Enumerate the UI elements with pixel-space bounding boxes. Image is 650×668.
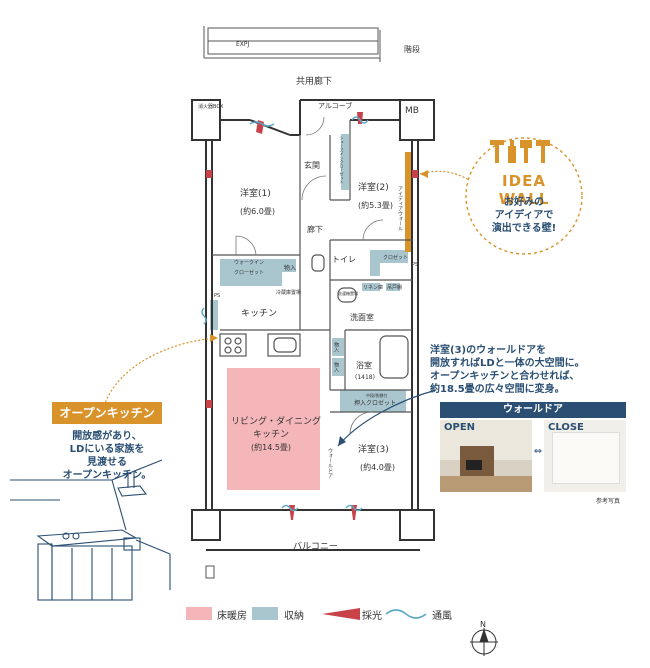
closet-big-note: 中段/枕棚付	[366, 392, 387, 398]
close-photo-wall	[552, 432, 620, 484]
room1-size: (約6.0畳)	[240, 206, 275, 216]
expj-label: EXPJ	[236, 41, 250, 48]
room2-label: 洋室(2)	[358, 181, 389, 193]
walldoor-line2: 開放すればLDと一体の大空間に。	[430, 358, 585, 369]
balcony-label: バルコニー	[293, 541, 338, 552]
mb-label: MB	[405, 106, 419, 116]
corridor-label: 共用廊下	[296, 75, 332, 87]
bath-size: (1418)	[355, 374, 375, 381]
room3-size: (約4.0畳)	[360, 462, 395, 472]
stairs-label: 階段	[404, 44, 420, 54]
floor-heating-area	[227, 368, 320, 490]
walkin-label-2: クローゼット	[234, 269, 264, 276]
storage2-label: 物入	[333, 341, 339, 352]
photo-note: 参考写真	[596, 498, 621, 505]
ps-label-2: PS	[412, 262, 418, 268]
walldoor-line3: オープンキッチンと合わせれば、	[430, 371, 580, 382]
door-swings	[235, 116, 384, 435]
idea-wall-strip	[405, 152, 412, 252]
storage-areas	[210, 134, 408, 412]
legend-ventilation-mark	[385, 609, 427, 619]
ideawall-title: IDEA WALL	[498, 172, 550, 208]
ps-label-1: PS	[214, 293, 220, 299]
washer-label: 洗濯機置場	[338, 290, 358, 296]
open-photo-floor	[440, 476, 532, 492]
ideawall-arrowhead	[420, 170, 428, 178]
open-photo: OPEN	[440, 420, 532, 492]
kitchen-illustration	[10, 459, 171, 601]
legend-daylight-mark	[322, 608, 360, 620]
balcony-drain	[205, 565, 215, 579]
open-kitchen-line3: 見渡せる	[87, 457, 127, 468]
ventilation-waves	[201, 116, 369, 512]
open-kitchen-badge: オープンキッチン	[52, 402, 162, 424]
living-label-2: キッチン	[253, 429, 289, 440]
openkitchen-arrowhead	[210, 334, 218, 342]
hall-label: 廊下	[307, 224, 323, 234]
walkin-label-1: ウォークイン	[234, 259, 264, 266]
walldoor-line4: 約18.5畳の広々空間に変身。	[430, 384, 565, 395]
ideawall-desc-line3: 演出できる壁!	[491, 223, 557, 234]
room3-label: 洋室(3)	[358, 443, 389, 455]
legend-ventilation: 通風	[432, 611, 452, 622]
legend-storage-swatch	[252, 607, 278, 620]
tools-icon	[490, 140, 550, 163]
ideawall-desc-line2: アイディアで	[494, 210, 554, 221]
legend-daylight: 採光	[362, 611, 382, 622]
alcove-label: アルコーブ	[318, 101, 352, 110]
linen-label: リネン庫	[363, 284, 383, 291]
shoes-label: シューズインクローゼット	[340, 136, 345, 184]
kitchen-label: キッチン	[241, 308, 277, 319]
ideawall-circle	[465, 137, 583, 255]
ideawall-desc-line1: お好みの	[504, 197, 544, 208]
walldoor-vertical-label: ウォールドア	[327, 447, 333, 478]
walldoor-title-bar: ウォールドア	[440, 402, 626, 418]
toilet-label: トイレ	[332, 255, 356, 264]
swap-arrow-icon: ⇔	[533, 446, 543, 457]
open-photo-label: OPEN	[444, 422, 476, 433]
room2-size: (約5.3畳)	[358, 200, 393, 210]
storage-label: 物入	[284, 264, 296, 272]
walldoor-line1: 洋室(3)のウォールドアを	[430, 345, 547, 356]
closet-big-label: 押入クロゼット	[354, 399, 396, 407]
top-structure	[203, 26, 381, 62]
open-kitchen-line1: 開放感があり、	[72, 431, 142, 442]
open-kitchen-line4: オープンキッチン。	[62, 470, 152, 481]
ideawall-vertical-label: アイディアウォール	[397, 186, 403, 231]
close-photo-label: CLOSE	[548, 422, 584, 433]
inner-walls	[212, 120, 412, 413]
bath-label: 浴室	[356, 360, 372, 370]
living-label-1: リビング・ダイニング	[231, 415, 321, 427]
fire-hydrant-label: 消火器BOX	[198, 103, 224, 110]
fridge-label: 冷蔵庫置場	[276, 289, 301, 296]
legend-floor-heating-swatch	[186, 607, 212, 620]
legend-floor-heating: 床暖房	[217, 611, 247, 622]
open-kitchen-line2: LDにいる家族を	[69, 444, 145, 455]
storage3-label: 物入	[333, 361, 339, 372]
callout-lines	[103, 170, 479, 407]
upper-cabinet-label: 吊戸棚	[387, 284, 402, 291]
room1-label: 洋室(1)	[240, 187, 271, 199]
close-photo: CLOSE	[544, 420, 626, 492]
living-size: (約14.5畳)	[251, 442, 291, 452]
legend-storage: 収納	[284, 611, 304, 622]
entrance-label: 玄関	[304, 160, 320, 170]
walldoor-arrowhead	[338, 436, 346, 446]
compass-label: N	[480, 620, 486, 629]
closet-label: クロゼット	[383, 254, 408, 261]
washroom-label: 洗面室	[350, 312, 374, 322]
open-photo-tv	[466, 460, 482, 470]
compass-icon	[470, 628, 498, 656]
walldoor-arrow	[337, 389, 437, 447]
